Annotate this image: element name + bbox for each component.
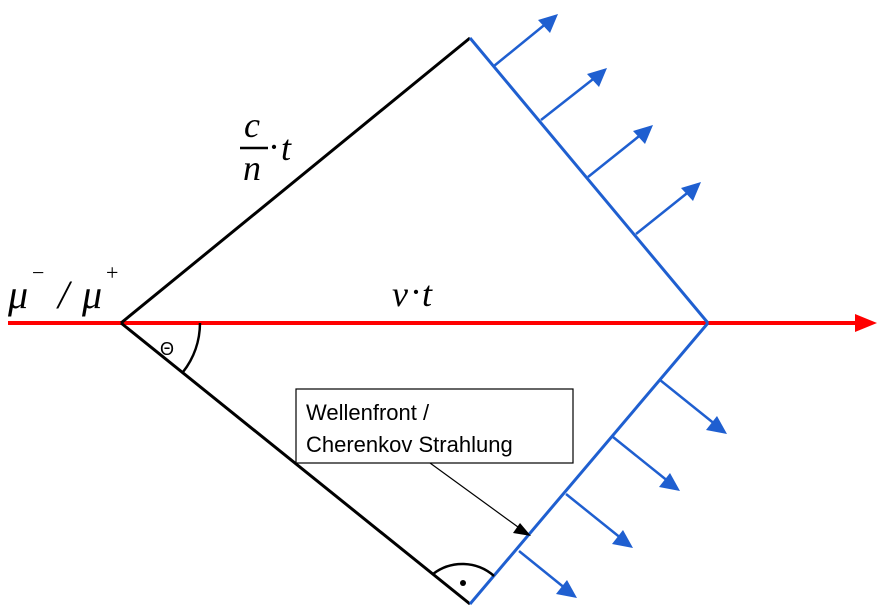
theta-label: Θ (160, 339, 174, 359)
right-angle-dot (460, 580, 466, 586)
theta-angle-arc (182, 322, 202, 373)
emission-arrowhead (587, 68, 607, 87)
fraction-t: t (281, 128, 292, 168)
minus-superscript: − (32, 260, 44, 285)
particle-slash: / (56, 272, 73, 317)
emission-arrow (540, 75, 598, 121)
mu-minus-symbol: μ (7, 272, 28, 317)
light-path-upper (120, 36, 471, 325)
mu-plus-symbol: μ (81, 272, 102, 317)
wavefront-annotation: Wellenfront / Cherenkov Strahlung (295, 388, 574, 536)
emission-arrow (493, 21, 549, 67)
particle-label: μ − / μ + (7, 260, 118, 317)
velocity-t: t (422, 274, 433, 314)
annotation-pointer-arrowhead (513, 523, 531, 536)
emission-arrow (659, 379, 717, 426)
annotation-line-2: Cherenkov Strahlung (306, 432, 513, 457)
velocity-v: v (392, 274, 408, 314)
emission-arrow (565, 493, 623, 540)
wavefront-upper (468, 37, 710, 324)
annotation-pointer-line (429, 462, 519, 528)
emission-arrow (518, 550, 567, 590)
emission-arrowhead (538, 14, 558, 33)
emission-arrowhead (556, 580, 577, 598)
upper-emission-arrows (493, 14, 701, 235)
emission-arrowhead (612, 530, 633, 548)
emission-arrow (635, 189, 692, 235)
fraction-denominator: n (243, 148, 261, 188)
plus-superscript: + (106, 260, 118, 285)
annotation-line-1: Wellenfront / (306, 400, 430, 425)
lower-emission-arrows (518, 379, 727, 598)
velocity-dot: · (410, 272, 422, 312)
annotation-box (295, 388, 574, 464)
emission-arrowhead (659, 473, 680, 491)
emission-arrowhead (681, 182, 701, 201)
emission-arrow (612, 436, 670, 483)
right-angle-arc (432, 562, 495, 577)
emission-arrowhead (706, 416, 727, 434)
velocity-time-label: v · t (392, 272, 433, 314)
light-speed-label: c n · t (240, 105, 292, 188)
fraction-dot: · (268, 127, 280, 167)
emission-arrow (587, 132, 644, 178)
particle-track-arrowhead (855, 314, 877, 332)
emission-arrowhead (633, 125, 653, 144)
wavefront-lower (468, 322, 710, 605)
fraction-numerator: c (244, 105, 260, 145)
